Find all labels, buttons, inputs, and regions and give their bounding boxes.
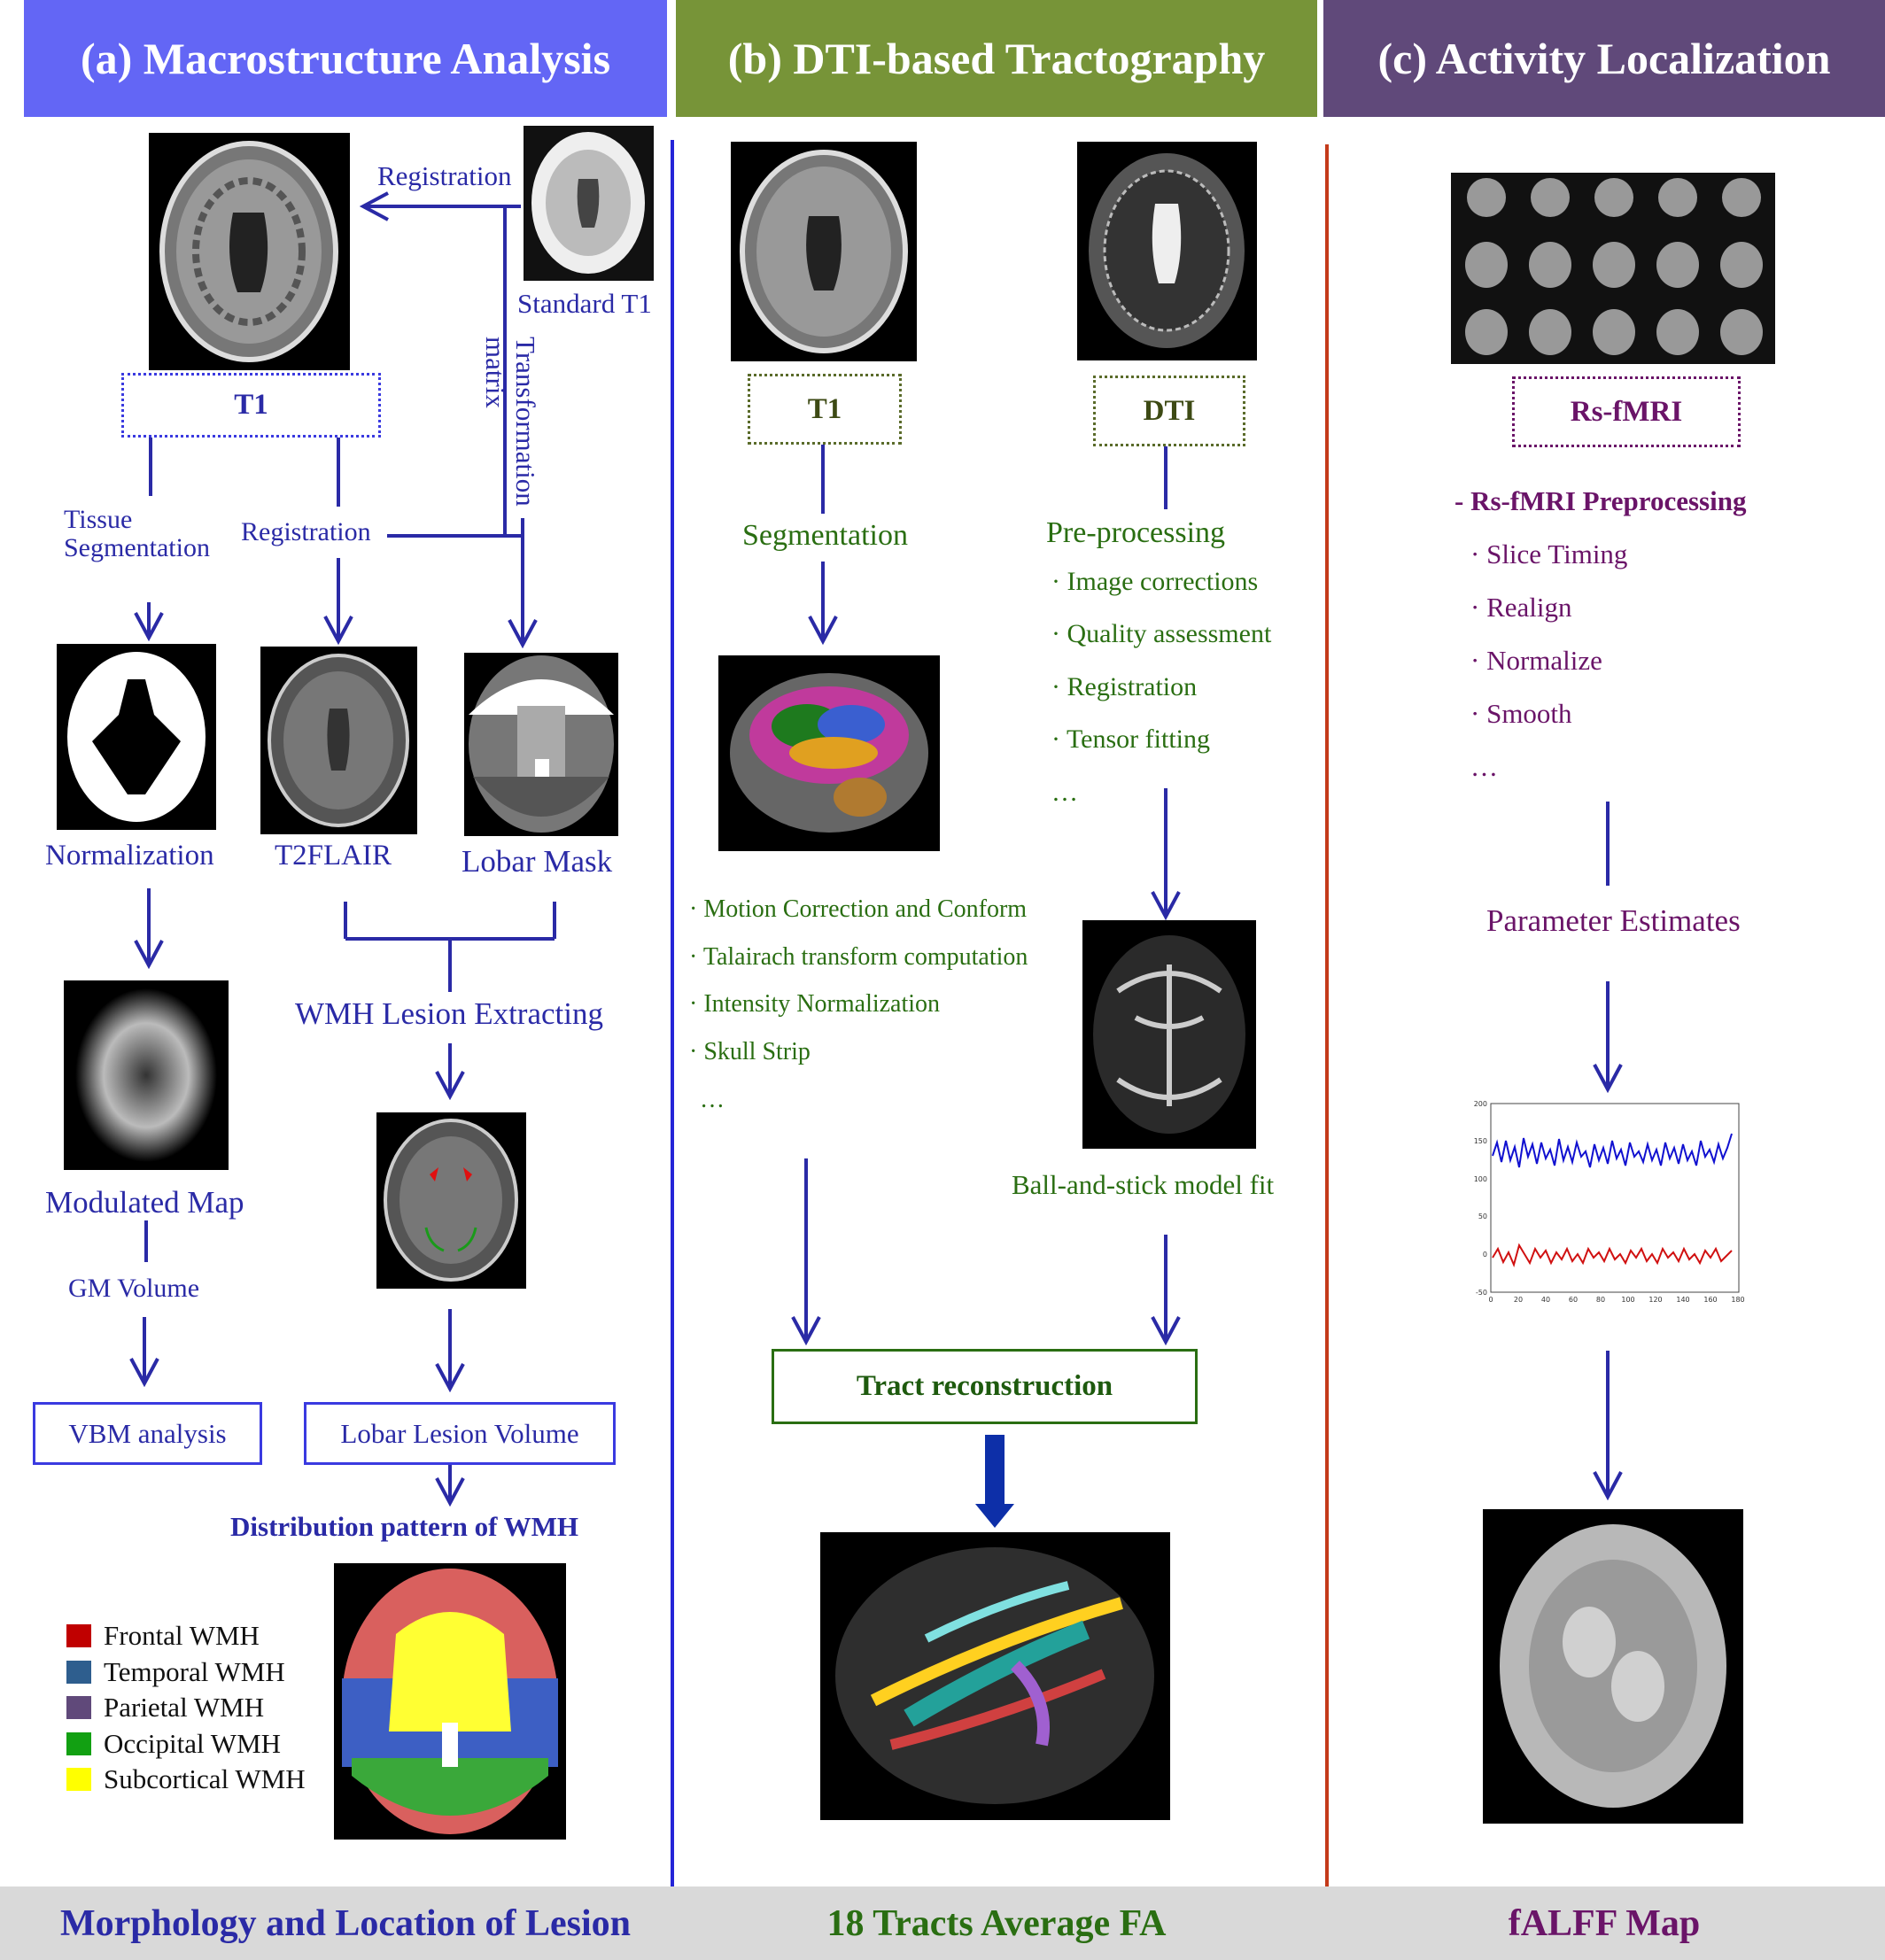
footer-b: 18 Tracts Average FA xyxy=(826,1902,1167,1944)
parameter-estimates-label: Parameter Estimates xyxy=(1486,903,1741,938)
footer-a: Morphology and Location of Lesion xyxy=(59,1902,632,1944)
wmh-lesion-extracting-label: WMH Lesion Extracting xyxy=(295,996,603,1031)
normalization-image xyxy=(57,644,216,830)
registration-top-label: Registration xyxy=(377,160,512,191)
legend-item-subcortical: Subcortical WMH xyxy=(66,1763,306,1795)
wmh-distribution-image xyxy=(334,1563,566,1840)
plot-ytick: 50 xyxy=(1478,1212,1487,1220)
fmri-step-2: · Normalize xyxy=(1470,645,1602,676)
legend-item-parietal: Parietal WMH xyxy=(66,1692,264,1724)
plot-xtick: 160 xyxy=(1703,1296,1717,1304)
distribution-pattern-label: Distribution pattern of WMH xyxy=(230,1511,578,1542)
plot-ytick: 150 xyxy=(1474,1137,1487,1145)
tractography-image xyxy=(820,1532,1170,1820)
plot-xtick: 140 xyxy=(1676,1296,1689,1304)
legend-swatch-temporal xyxy=(66,1661,91,1684)
wmh-lesion-image xyxy=(376,1112,526,1289)
header-a: (a) Macrostructure Analysis xyxy=(24,0,667,117)
t2flair-image xyxy=(260,647,417,834)
plot-xtick: 20 xyxy=(1514,1296,1523,1304)
registration-mid-label: Registration xyxy=(241,517,371,546)
legend-label: Frontal WMH xyxy=(104,1620,260,1651)
normalization-label: Normalization xyxy=(45,840,214,872)
seg-step-1: · Talairach transform computation xyxy=(689,943,1028,971)
footer-c: fALFF Map xyxy=(1508,1902,1701,1944)
seg-step-3: · Skull Strip xyxy=(689,1038,811,1065)
header-b: (b) DTI-based Tractography xyxy=(676,0,1317,117)
t1-brain-image-a xyxy=(149,133,350,370)
plot-xtick: 40 xyxy=(1541,1296,1550,1304)
legend-label: Parietal WMH xyxy=(104,1692,265,1723)
dti-box: DTI xyxy=(1093,376,1245,446)
fmri-step-3: · Smooth xyxy=(1470,698,1572,729)
standard-t1-image xyxy=(524,126,654,281)
rs-fmri-box: Rs-fMRI xyxy=(1512,376,1741,447)
plot-xtick: 60 xyxy=(1569,1296,1578,1304)
legend-label: Temporal WMH xyxy=(104,1656,285,1687)
plot-xtick: 120 xyxy=(1648,1296,1662,1304)
t1-box-b: T1 xyxy=(748,374,902,445)
seg-step-2: · Intensity Normalization xyxy=(689,990,941,1018)
legend-item-temporal: Temporal WMH xyxy=(66,1656,285,1688)
t2flair-label: T2FLAIR xyxy=(275,840,392,872)
fmri-ellipsis: … xyxy=(1470,751,1498,782)
legend-swatch-frontal xyxy=(66,1624,91,1647)
legend-swatch-occipital xyxy=(66,1732,91,1755)
plot-xtick: 100 xyxy=(1621,1296,1634,1304)
legend-swatch-subcortical xyxy=(66,1768,91,1791)
vbm-analysis-box: VBM analysis xyxy=(33,1402,262,1465)
plot-xtick: 80 xyxy=(1596,1296,1605,1304)
fmri-step-0: · Slice Timing xyxy=(1470,538,1628,569)
modulated-map-image xyxy=(64,980,229,1170)
plot-ytick: 100 xyxy=(1474,1175,1487,1183)
lobar-mask-label: Lobar Mask xyxy=(462,844,613,879)
plot-red-series xyxy=(1492,1243,1733,1268)
segmentation-label: Segmentation xyxy=(742,519,908,552)
dti-image xyxy=(1077,142,1257,360)
fa-map-image xyxy=(1082,920,1256,1149)
footer-bar xyxy=(0,1886,1885,1960)
modulated-map-label: Modulated Map xyxy=(45,1185,244,1220)
plot-xtick: 0 xyxy=(1488,1296,1493,1304)
lobar-mask-image xyxy=(464,653,618,836)
tract-reconstruction-box: Tract reconstruction xyxy=(772,1349,1198,1424)
legend-swatch-parietal xyxy=(66,1696,91,1719)
legend-label: Occipital WMH xyxy=(104,1728,282,1759)
legend-item-occipital: Occipital WMH xyxy=(66,1728,281,1760)
fmri-step-1: · Realign xyxy=(1470,592,1572,623)
t1-box-a: T1 xyxy=(121,373,381,438)
legend-item-frontal: Frontal WMH xyxy=(66,1620,260,1652)
transformation-matrix-label: Transformation matrix xyxy=(479,337,541,507)
time-series-plot: 200 150 100 50 0 -50 0 20 40 60 80 100 1… xyxy=(1457,1098,1745,1306)
lobar-lesion-volume-box: Lobar Lesion Volume xyxy=(304,1402,616,1465)
t1-brain-image-b xyxy=(731,142,917,361)
header-c: (c) Activity Localization xyxy=(1323,0,1885,117)
divider-ab xyxy=(671,140,674,1886)
plot-ytick: 200 xyxy=(1474,1100,1487,1108)
plot-ytick: 0 xyxy=(1483,1251,1487,1259)
plot-xtick: 180 xyxy=(1731,1296,1744,1304)
standard-t1-label: Standard T1 xyxy=(517,288,652,319)
preprocessing-title: - Rs-fMRI Preprocessing xyxy=(1454,485,1747,516)
plot-blue-series xyxy=(1492,1133,1733,1168)
pre-step-0: · Image corrections xyxy=(1051,567,1259,596)
tissue-label-2: Segmentation xyxy=(64,533,210,562)
ball-and-stick-label: Ball-and-stick model fit xyxy=(1012,1169,1275,1200)
gm-volume-label: GM Volume xyxy=(68,1274,200,1303)
divider-bc xyxy=(1325,144,1329,1886)
preprocessing-label: Pre-processing xyxy=(1046,516,1226,549)
tissue-label-1: Tissue xyxy=(64,505,133,534)
rs-fmri-volumes-image xyxy=(1451,173,1775,364)
seg-step-0: · Motion Correction and Conform xyxy=(689,895,1028,923)
pre-step-1: · Quality assessment xyxy=(1051,619,1272,648)
pre-step-3: · Tensor fitting xyxy=(1051,724,1210,754)
legend-label: Subcortical WMH xyxy=(104,1763,306,1794)
segmentation-image xyxy=(718,655,940,851)
falff-map-image xyxy=(1483,1509,1743,1824)
plot-ytick: -50 xyxy=(1476,1289,1487,1297)
seg-ellipsis: … xyxy=(700,1086,725,1113)
pre-ellipsis: … xyxy=(1051,778,1078,807)
pre-step-2: · Registration xyxy=(1051,672,1198,701)
